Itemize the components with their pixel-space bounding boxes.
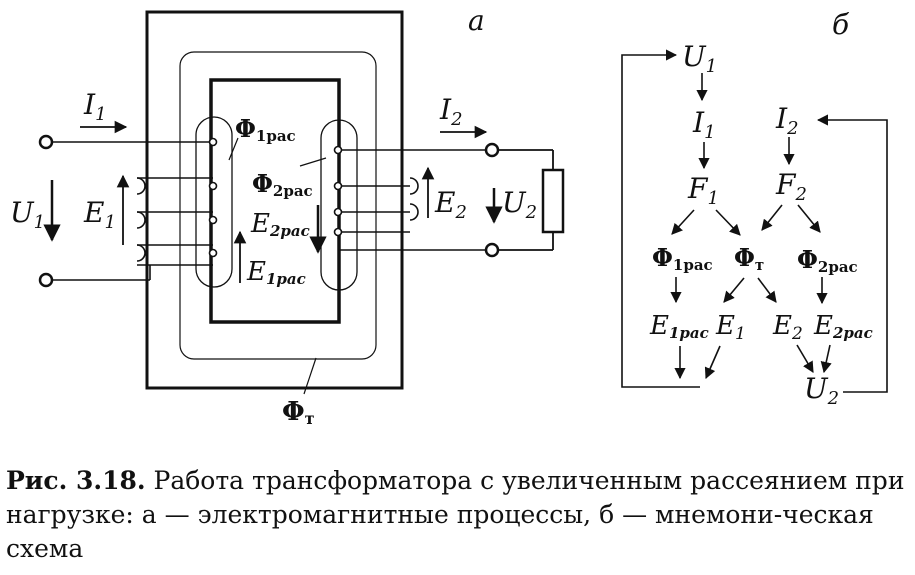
node-i1: I1 [692,106,716,143]
node-f2: F2 [775,168,807,205]
phi2pac-label: Φ2рас [252,169,313,200]
node-phi2pac: Φ2рас [797,245,858,276]
primary-terminal-bottom [38,272,54,288]
figure-caption: Рис. 3.18. Работа трансформатора с увели… [6,464,911,566]
node-i2: I2 [775,102,799,139]
load-resistor [498,149,565,251]
e2-label: E2 [434,186,467,223]
u2-label: U2 [502,186,537,223]
e1pac-label: E1рас [246,257,306,288]
node-f1: F1 [687,172,719,209]
transformer-diagram: a I1 U1 E1 Φ1рас Φ2рас E2рас E1рас I2 E2… [10,4,565,428]
arrow-e2pac-u2 [820,344,832,374]
node-e1: E1 [715,311,746,344]
primary-terminal-top [38,134,54,150]
e1-label: E1 [83,196,116,233]
arrow-e1-out [704,345,721,380]
core-outer [145,10,404,390]
node-phi1pac: Φ1рас [652,243,713,274]
arrow-f1-phit [715,209,741,236]
primary-leakage-loop [195,116,233,288]
arrow-phit-e1 [723,277,745,303]
arrow-phit-e2 [757,277,777,303]
i2-label: I2 [439,93,463,130]
secondary-terminal-bottom [484,242,500,258]
node-e1pac: E1рас [649,311,709,342]
u1-label: U1 [10,196,45,233]
phit-label: Φт [282,397,315,428]
main-flux-path [179,51,377,360]
secondary-terminal-top [484,142,500,158]
mnemonic-scheme: б U1 I1 I2 F1 F2 Φ1рас Φ [621,8,888,409]
secondary-winding [333,145,490,251]
left-feedback-loop [621,49,700,388]
phi2-leader [299,157,327,167]
primary-winding [48,137,218,281]
phi1pac-label: Φ1рас [235,114,296,145]
figure: a I1 U1 E1 Φ1рас Φ2рас E2рас E1рас I2 E2… [10,4,888,428]
arrow-e2-u2 [796,344,814,373]
secondary-leakage-loop [320,119,358,291]
node-e2: E2 [772,311,803,344]
e2pac-label: E2рас [250,209,310,240]
phit-leader [303,357,317,395]
arrow-f1-phi1 [671,209,695,235]
core-window [209,78,341,324]
caption-figure-number: Рис. 3.18. [6,466,146,495]
arrow-f2-phit [761,204,783,231]
i1-label: I1 [83,88,107,125]
right-feedback-loop [816,114,888,393]
node-u2: U2 [804,372,839,409]
panel-a-letter: a [468,4,485,37]
phi1-leader [228,137,239,161]
node-phit: Φт [734,243,764,274]
node-e2pac: E2рас [813,311,873,342]
node-u1: U1 [682,40,717,77]
panel-b-letter: б [832,8,850,41]
caption-text: Работа трансформатора с увеличенным расс… [6,466,905,563]
arrow-f2-phi2 [797,204,821,233]
